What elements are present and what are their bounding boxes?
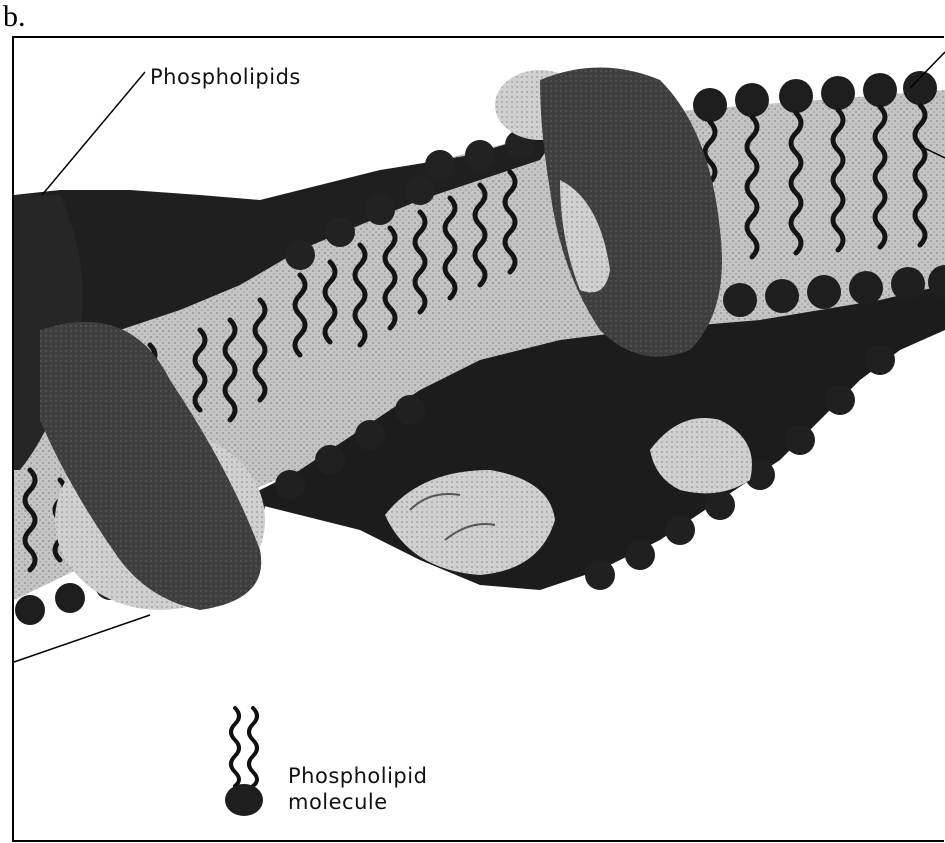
phospholipids-label: Phospholipids xyxy=(150,64,301,90)
phospholipids-leader-line xyxy=(42,72,145,195)
phospholipid-molecule-label-line2: molecule xyxy=(288,789,427,815)
phospholipid-molecule-label-line1: Phospholipid xyxy=(288,763,427,789)
phospholipid-molecule-label: Phospholipid molecule xyxy=(288,763,427,815)
phospholipid-molecule-icon xyxy=(225,708,263,816)
